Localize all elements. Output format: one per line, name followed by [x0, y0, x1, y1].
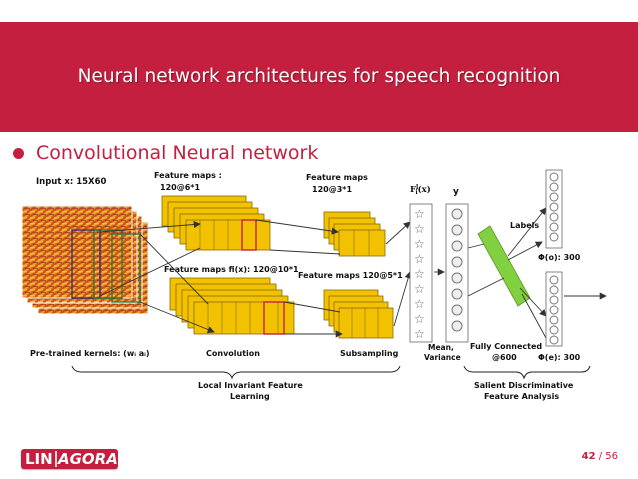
- logo-text-lin: LIN: [25, 450, 53, 468]
- lif-brace: [71, 365, 401, 380]
- lif-label-2: Learning: [230, 392, 270, 401]
- sdfa-label-2: Feature Analysis: [484, 392, 559, 401]
- bullet-text: Convolutional Neural network: [36, 142, 319, 164]
- title-bar: [0, 22, 638, 132]
- cnn-diagram: Input x: 15X60 Feature maps : 120@6*1: [22, 169, 607, 401]
- sdfa-label-1: Salient Discriminative: [474, 381, 574, 390]
- subsampling-maps-upper: [323, 211, 386, 257]
- fmaps-sub2-label: Feature maps 120@5*1: [298, 271, 403, 280]
- fc-label-1: Fully Connected: [470, 342, 542, 351]
- svg-text:☆: ☆: [414, 222, 425, 236]
- sdfa-brace: [463, 365, 591, 380]
- conv-feature-maps-upper: [161, 195, 271, 251]
- conv-feature-maps-lower: [169, 277, 295, 335]
- labels-label: Labels: [510, 221, 539, 230]
- connection-lines: [99, 219, 412, 338]
- svg-text:☆: ☆: [414, 282, 425, 296]
- variance-label: Variance: [424, 353, 461, 362]
- f-column: [409, 203, 433, 343]
- svg-text:☆: ☆: [414, 237, 425, 251]
- output-e-nodes: [549, 275, 559, 345]
- input-spectrogram-stack: [22, 205, 149, 315]
- mean-label: Mean,: [428, 343, 454, 352]
- logo-text-agora: AGORA: [58, 450, 118, 468]
- fmaps-conv-label-1: Feature maps :: [154, 171, 222, 180]
- phi-o-label: Φ(o): 300: [538, 253, 581, 262]
- fmaps-sub-label-2: 120@3*1: [312, 185, 352, 194]
- svg-text:☆: ☆: [414, 327, 425, 341]
- subsampling-label: Subsampling: [340, 349, 399, 358]
- svg-text:☆: ☆: [414, 252, 425, 266]
- svg-text:☆: ☆: [414, 297, 425, 311]
- svg-text:☆: ☆: [414, 267, 425, 281]
- convolution-label: Convolution: [206, 349, 260, 358]
- fmaps-conv-label-2: 120@6*1: [160, 183, 200, 192]
- fc-label-2: @600: [492, 353, 517, 362]
- slide-title: Neural network architectures for speech …: [77, 66, 561, 87]
- f-column-stars: ☆ ☆ ☆ ☆ ☆ ☆ ☆ ☆ ☆: [414, 207, 425, 341]
- page-number: 42 / 56: [582, 451, 618, 462]
- logo-separator: [55, 451, 57, 467]
- output-o-nodes: [549, 172, 559, 242]
- fmaps-sub-label-1: Feature maps: [306, 173, 368, 182]
- kernels-label: Pre-trained kernels: (wᵢ aᵢ): [30, 349, 150, 358]
- fmaps-fi-label: Feature maps fi(x): 120@10*1: [164, 265, 299, 274]
- y-column-nodes: [451, 208, 463, 332]
- page-total: 56: [605, 451, 618, 462]
- svg-text:☆: ☆: [414, 207, 425, 221]
- input-label: Input x: 15X60: [36, 177, 107, 187]
- fc-lines: [467, 207, 547, 339]
- page-separator: /: [595, 451, 606, 462]
- bullet-dot: [13, 148, 24, 159]
- fully-connected-bar: [477, 225, 531, 307]
- svg-text:☆: ☆: [414, 312, 425, 326]
- y-label: y: [453, 187, 459, 197]
- subsampling-maps-lower: [323, 289, 394, 339]
- linagora-logo: LIN AGORA: [21, 449, 118, 469]
- lif-label-1: Local Invariant Feature: [198, 381, 303, 390]
- page-current: 42: [581, 451, 596, 462]
- phi-e-label: Φ(e): 300: [538, 353, 581, 362]
